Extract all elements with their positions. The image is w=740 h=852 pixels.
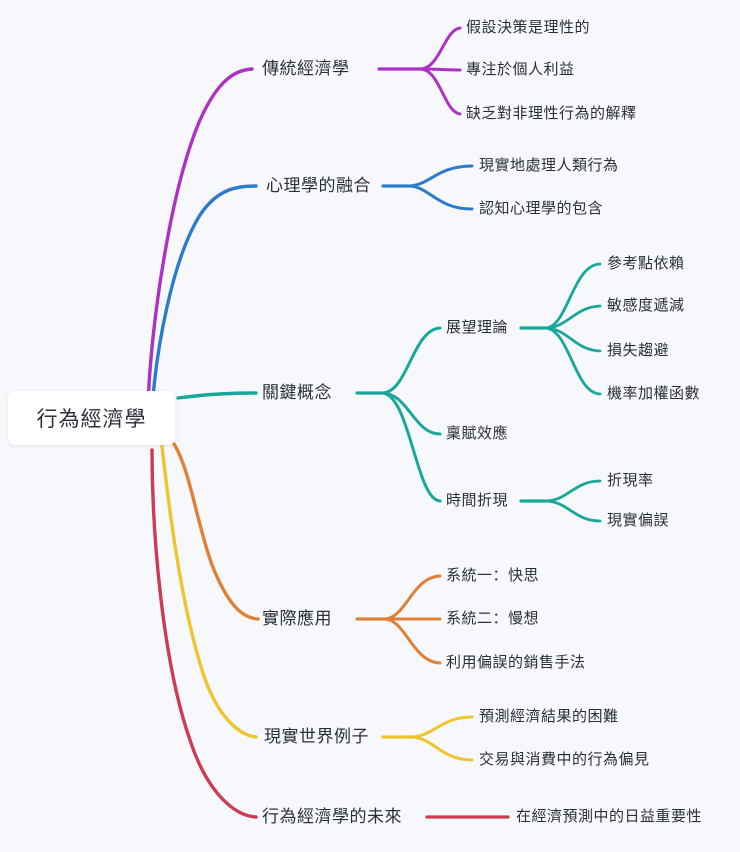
node-discount-rate[interactable]: 折現率 bbox=[607, 472, 654, 489]
connector-real-world-child-1 bbox=[408, 715, 474, 739]
connector-traditional-child-1 bbox=[418, 26, 462, 71]
connector-root-to-key-concepts bbox=[176, 391, 258, 400]
node-lacks-irrational-explanation[interactable]: 缺乏對非理性行為的解釋 bbox=[466, 105, 637, 122]
connector-prospect-child-4 bbox=[543, 326, 602, 396]
node-difficulty-predicting-outcomes[interactable]: 預測經濟結果的困難 bbox=[479, 708, 619, 725]
node-future-of-behavioral-economics[interactable]: 行為經濟學的未來 bbox=[262, 807, 402, 826]
node-rational-decision-assumption[interactable]: 假設決策是理性的 bbox=[466, 19, 591, 36]
node-realistic-human-behavior[interactable]: 現實地處理人類行為 bbox=[479, 157, 619, 174]
node-self-interest-focus[interactable]: 專注於個人利益 bbox=[466, 61, 575, 78]
node-practical-applications[interactable]: 實際應用 bbox=[262, 609, 332, 628]
node-bias-exploiting-sales-tactics[interactable]: 利用偏誤的銷售手法 bbox=[446, 654, 586, 671]
node-prospect-theory[interactable]: 展望理論 bbox=[446, 319, 509, 336]
node-behavioral-bias-in-trading[interactable]: 交易與消費中的行為偏見 bbox=[479, 751, 650, 768]
connector-practical-child-1 bbox=[382, 574, 442, 621]
node-system-two-slow-thinking[interactable]: 系統二：慢想 bbox=[446, 610, 540, 627]
branch-connectors-key-concepts bbox=[176, 262, 602, 523]
root-node-label: 行為經濟學 bbox=[36, 408, 147, 431]
node-probability-weighting-function[interactable]: 機率加權函數 bbox=[607, 385, 701, 402]
connector-root-to-psychology bbox=[150, 184, 258, 412]
connector-psychology-child-2 bbox=[406, 184, 474, 211]
connector-traditional-child-3 bbox=[418, 67, 462, 116]
root-node[interactable]: 行為經濟學 bbox=[8, 391, 175, 445]
node-reference-point-dependence[interactable]: 參考點依賴 bbox=[607, 255, 685, 272]
node-growing-importance-in-forecasting[interactable]: 在經濟預測中的日益重要性 bbox=[516, 808, 703, 825]
branch-connectors-real-world-examples bbox=[160, 444, 474, 762]
connector-discounting-child-1 bbox=[543, 479, 602, 503]
branch-connectors-practical-applications bbox=[172, 442, 442, 665]
node-loss-aversion[interactable]: 損失趨避 bbox=[607, 342, 670, 359]
connector-root-to-future bbox=[150, 448, 258, 819]
node-present-bias[interactable]: 現實偏誤 bbox=[607, 512, 670, 529]
connector-key-concepts-child-prospect bbox=[380, 326, 442, 395]
connector-root-to-real-world bbox=[160, 444, 258, 739]
node-real-world-examples[interactable]: 現實世界例子 bbox=[264, 727, 369, 746]
node-endowment-effect[interactable]: 稟賦效應 bbox=[446, 425, 509, 442]
branch-connectors-psychology-integration bbox=[150, 164, 474, 412]
node-key-concepts[interactable]: 關鍵概念 bbox=[262, 383, 332, 402]
connector-discounting-child-2 bbox=[543, 499, 602, 523]
connector-psychology-child-1 bbox=[406, 164, 474, 188]
connector-real-world-child-2 bbox=[408, 735, 474, 762]
branch-connectors-traditional-economics bbox=[146, 26, 462, 410]
connector-key-concepts-child-discounting bbox=[380, 391, 442, 503]
node-time-discounting[interactable]: 時間折現 bbox=[446, 492, 509, 509]
connector-root-to-practical bbox=[172, 442, 260, 621]
connector-prospect-child-1 bbox=[543, 262, 602, 330]
node-system-one-fast-thinking[interactable]: 系統一：快思 bbox=[446, 567, 540, 584]
connector-practical-child-3 bbox=[382, 617, 442, 665]
branch-connectors-future bbox=[150, 448, 510, 819]
node-traditional-economics[interactable]: 傳統經濟學 bbox=[262, 59, 350, 78]
connector-root-to-traditional-economics bbox=[146, 67, 254, 410]
node-diminishing-sensitivity[interactable]: 敏感度遞減 bbox=[607, 297, 685, 314]
node-cognitive-psychology-inclusion[interactable]: 認知心理學的包含 bbox=[479, 200, 604, 217]
node-psychology-integration[interactable]: 心理學的融合 bbox=[266, 176, 371, 195]
